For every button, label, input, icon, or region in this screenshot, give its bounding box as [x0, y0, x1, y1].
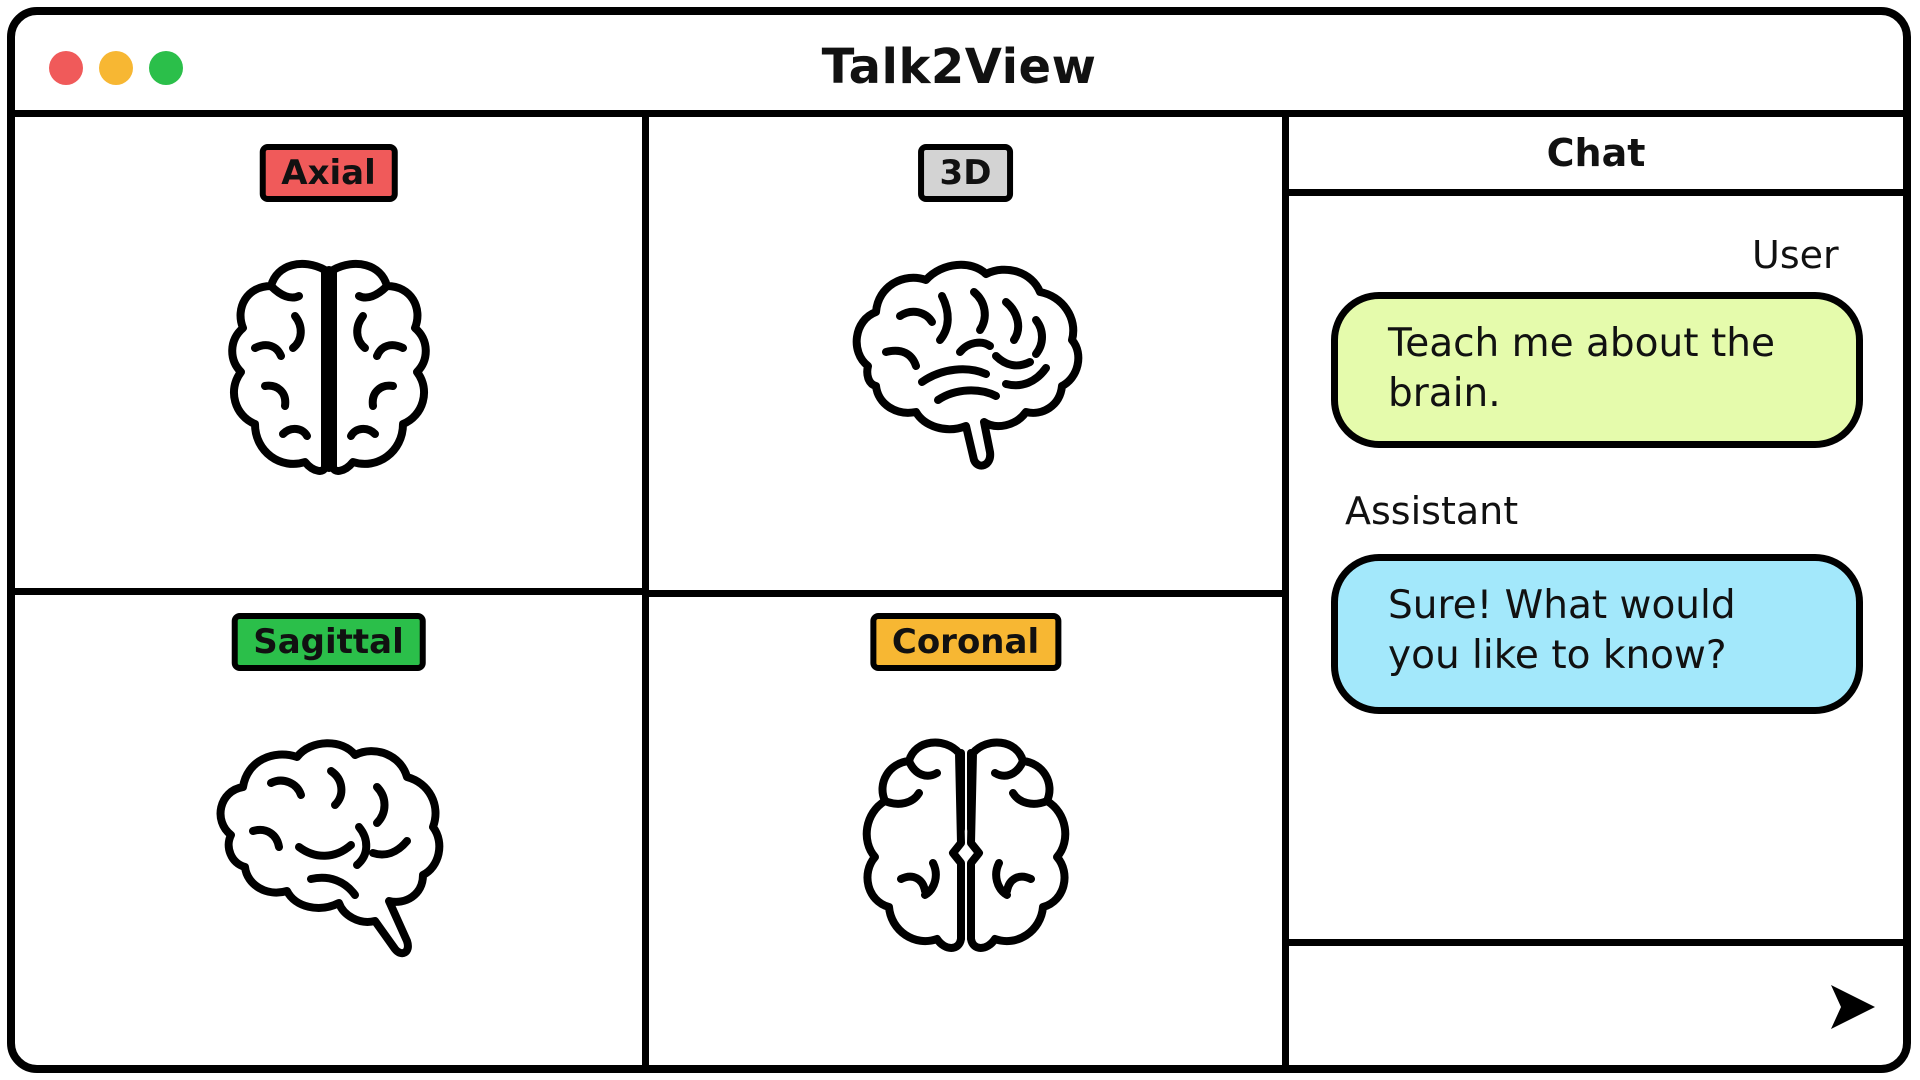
send-arrow-icon: [1831, 985, 1875, 1029]
send-button[interactable]: [1825, 979, 1881, 1035]
minimize-window-button[interactable]: [99, 51, 133, 85]
message-role-assistant: Assistant: [1345, 489, 1519, 533]
close-window-button[interactable]: [49, 51, 83, 85]
divider: [649, 590, 1282, 597]
assistant-message-bubble: Sure! What would you like to know?: [1331, 554, 1863, 714]
view-label-sagittal: Sagittal: [231, 613, 426, 671]
view-label-coronal: Coronal: [869, 613, 1062, 671]
brain-3d-icon: [846, 256, 1086, 478]
title-bar: Talk2View: [15, 15, 1903, 117]
maximize-window-button[interactable]: [149, 51, 183, 85]
brain-top-icon: [225, 256, 433, 480]
chat-title: Chat: [1289, 117, 1903, 196]
divider: [1282, 117, 1289, 1065]
divider: [15, 588, 642, 595]
brain-side-icon: [211, 735, 447, 961]
divider: [642, 117, 649, 1065]
app-window: Talk2View Axial: [7, 7, 1911, 1073]
user-message-bubble: Teach me about the brain.: [1331, 292, 1863, 448]
viewport-3d[interactable]: 3D: [649, 124, 1282, 590]
message-role-user: User: [1752, 233, 1839, 277]
viewport-axial[interactable]: Axial: [15, 124, 642, 588]
app-title: Talk2View: [821, 39, 1097, 95]
chat-input[interactable]: [1309, 966, 1803, 1045]
view-label-axial: Axial: [259, 144, 398, 202]
view-label-3d: 3D: [917, 144, 1014, 202]
chat-composer[interactable]: [1289, 939, 1903, 1065]
viewport-coronal[interactable]: Coronal: [649, 597, 1282, 1065]
brain-front-icon: [853, 733, 1079, 959]
viewport-sagittal[interactable]: Sagittal: [15, 595, 642, 1065]
